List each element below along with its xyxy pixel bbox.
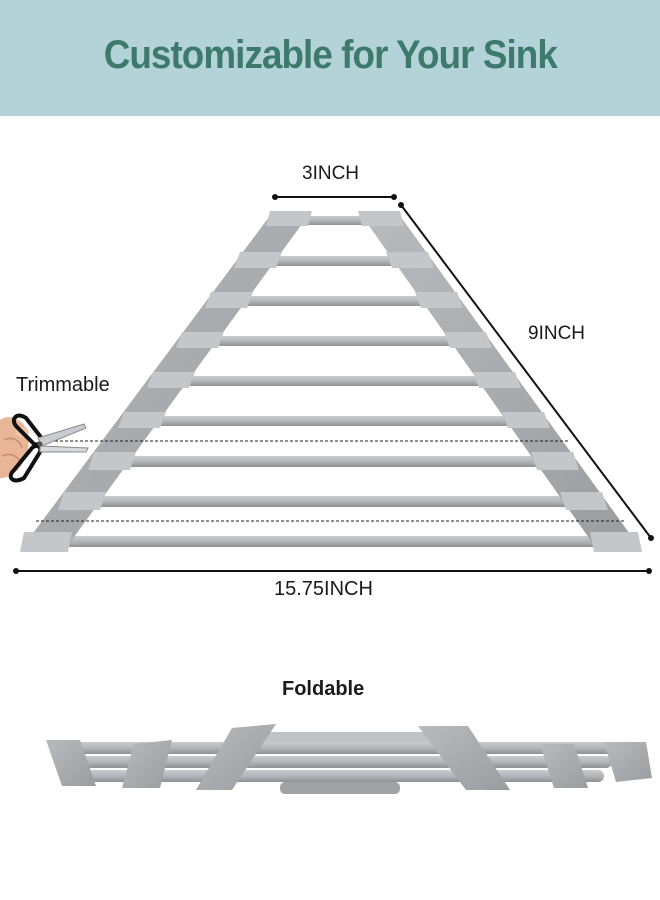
trimmable-label: Trimmable	[16, 374, 110, 396]
dimension-lines	[13, 194, 654, 574]
rack-rods	[58, 216, 598, 547]
scissors-icon	[8, 413, 89, 483]
bottom-width-label: 15.75INCH	[274, 578, 373, 600]
header-banner: Customizable for Your Sink	[0, 0, 660, 116]
top-width-label: 3INCH	[302, 163, 360, 184]
right-strap	[358, 211, 642, 552]
trim-guide-lines	[36, 440, 626, 522]
foldable-label: Foldable	[282, 678, 365, 700]
side-length-label: 9INCH	[528, 323, 586, 344]
folded-rack	[46, 724, 652, 794]
page-title: Customizable for Your Sink	[103, 32, 557, 77]
left-strap	[20, 211, 312, 552]
